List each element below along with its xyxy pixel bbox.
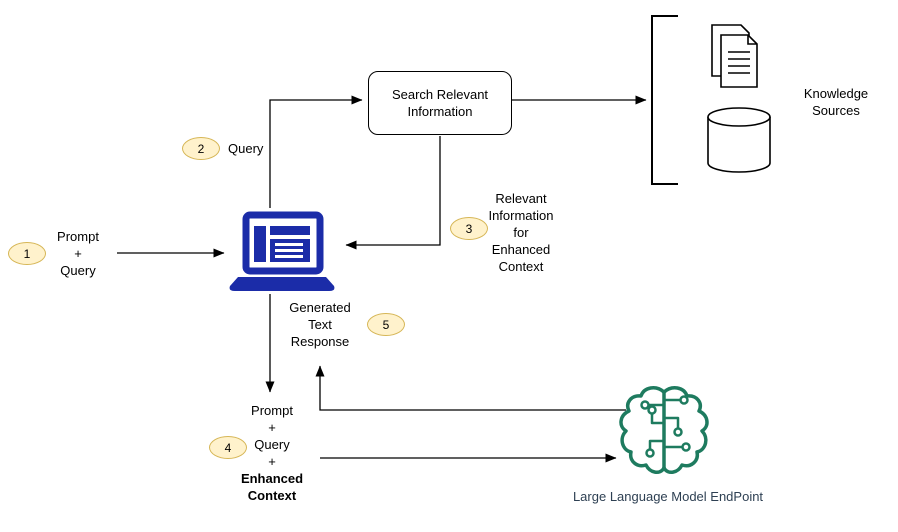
step4-badge: 4 xyxy=(209,436,247,459)
knowledge-bracket xyxy=(651,15,678,185)
connector-search-to-app xyxy=(345,136,441,250)
step4-label-bold: Enhanced Context xyxy=(240,471,304,503)
search-relevant-information-box: Search Relevant Information xyxy=(368,71,512,135)
step5-label: Generated Text Response xyxy=(289,300,351,349)
documents-icon xyxy=(711,24,758,88)
step4-label-normal: Prompt + Query + xyxy=(251,403,293,469)
laptop-icon xyxy=(229,211,335,291)
step2-label: Query xyxy=(228,141,264,156)
step1-label: Prompt + Query xyxy=(57,229,99,278)
step1-badge: 1 xyxy=(8,242,46,265)
brain-icon xyxy=(619,386,709,474)
llm-endpoint-label: Large Language Model EndPoint xyxy=(572,489,764,504)
database-icon xyxy=(707,107,771,173)
step3-label: Relevant Information for Enhanced Contex… xyxy=(488,191,554,274)
step5-badge: 5 xyxy=(367,313,405,336)
connector-llm-to-response xyxy=(315,365,626,411)
step2-badge: 2 xyxy=(182,137,220,160)
knowledge-sources-label: Knowledge Sources xyxy=(803,86,869,118)
step4-label: Prompt + Query + Enhanced Context xyxy=(225,402,319,504)
step3-badge: 3 xyxy=(450,217,488,240)
connector-app-to-search xyxy=(269,95,363,208)
